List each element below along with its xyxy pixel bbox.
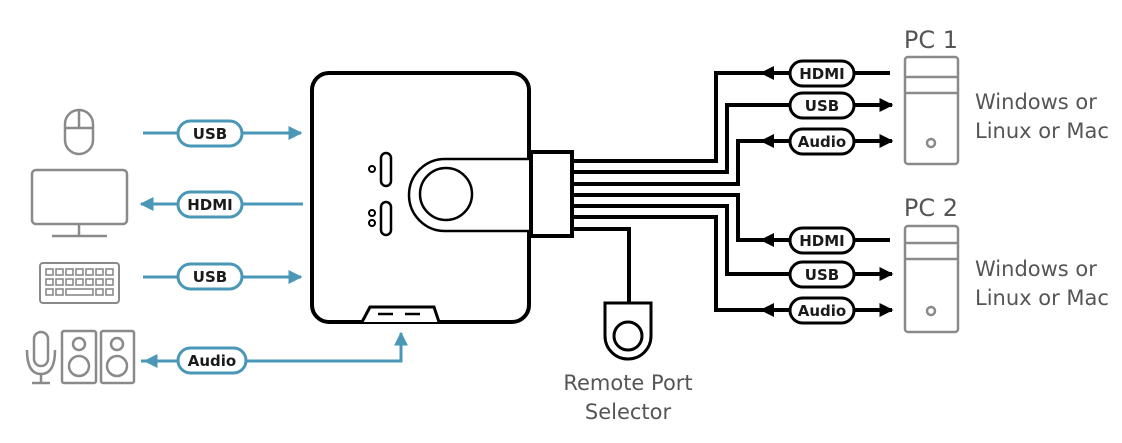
pc1-pill-audio: Audio [788,127,856,156]
pill-label: HDMI [799,65,845,83]
keyboard-key [75,278,84,286]
pc2-os-line1: Windows or [975,257,1097,281]
pc2-title: PC 2 [904,194,958,222]
pill-label: USB [193,125,227,143]
keyboard-icon [39,262,120,304]
keyboard-key [95,288,104,296]
keyboard-key [75,268,84,276]
port-2-indicator-b [368,219,376,227]
port-select-button [418,166,474,222]
keyboard-key [105,278,114,286]
keyboard-key [95,278,104,286]
port-1-led [379,151,393,188]
console-pill-monitor-hdmi: HDMI [176,190,244,219]
pc2-tower-icon [903,224,960,334]
pc1-title: PC 1 [904,26,958,54]
console-pill-mouse-usb: USB [176,119,244,148]
pill-label: HDMI [187,196,233,214]
keyboard-key [95,268,104,276]
port-1-indicator [368,165,376,173]
console-pill-keyboard-usb: USB [176,262,244,291]
pc2-pill-audio: Audio [788,296,856,325]
remote-port-selector-icon [603,301,653,361]
pc2-os-line2: Linux or Mac [975,286,1109,310]
remote-label-line2: Selector [585,400,672,424]
pc1-os-line1: Windows or [975,90,1097,114]
pc1-os-line2: Linux or Mac [975,119,1109,143]
keyboard-key [45,288,54,296]
pill-label: HDMI [799,232,845,250]
keyboard-key [55,268,64,276]
remote-cable [574,227,631,303]
keyboard-key [65,268,74,276]
keyboard-key [105,288,114,296]
remote-label-line1: Remote Port [563,371,692,395]
keyboard-key [65,288,94,296]
pc1-tower-icon [903,55,960,166]
keyboard-key [45,268,54,276]
mouse-icon [63,108,95,156]
monitor-icon [30,168,129,238]
pill-label: Audio [798,133,846,151]
pc1-pill-usb: USB [788,91,856,120]
keyboard-key [105,268,114,276]
pc2-pill-usb: USB [788,260,856,289]
pill-label: USB [193,268,227,286]
console-pill-audio: Audio [176,346,248,375]
port-2-indicator-a [368,209,376,217]
keyboard-key [65,278,74,286]
pill-label: Audio [188,352,236,370]
cable-bundle-housing [407,157,530,233]
mic-speakers-icon [25,329,136,385]
keyboard-key [55,288,64,296]
kvm-switch [310,71,574,324]
pill-label: USB [805,97,839,115]
audio-port [360,305,441,323]
keyboard-key [55,278,64,286]
port-2-led [379,200,393,237]
pc-arrowheads [760,66,774,317]
pill-label: Audio [798,302,846,320]
pc2-pill-hdmi: HDMI [788,226,856,255]
keyboard-key [85,278,94,286]
keyboard-key [85,268,94,276]
keyboard-key [45,278,54,286]
cable-connector [529,150,574,238]
pill-label: USB [805,266,839,284]
pc1-pill-hdmi: HDMI [788,59,856,88]
